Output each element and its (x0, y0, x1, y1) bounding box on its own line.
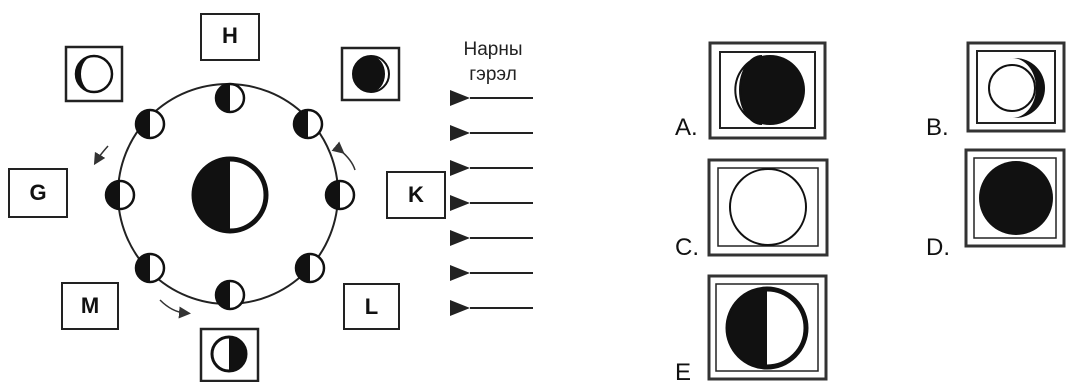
position-label-h: H (222, 23, 238, 48)
sunlight-label-line-1: Нарны (463, 39, 523, 60)
orbit-moon-left (104, 179, 136, 211)
position-label-k: K (408, 182, 424, 207)
orbit-moon-upper-left (134, 108, 166, 140)
view-box-upper-right (340, 46, 401, 102)
position-box-l (343, 283, 400, 330)
orbit-arrow-left (93, 145, 109, 166)
position-label-g: G (29, 180, 47, 205)
position-box-h (200, 13, 260, 61)
view-box-bottom (199, 327, 260, 383)
option-b-label: B. (926, 114, 949, 141)
option-e-image (707, 274, 828, 381)
option-a-label: A. (675, 114, 698, 141)
option-a-image (708, 41, 827, 140)
orbit-moon-lower-left (134, 252, 166, 284)
sunlight-label-line-2: гэрэл (469, 63, 517, 85)
option-b-image (966, 41, 1066, 133)
orbit-moon-right (324, 179, 356, 211)
position-box-m (61, 282, 119, 330)
position-box-k (386, 171, 446, 219)
position-label-m: M (80, 293, 100, 318)
orbit-arrow-right (331, 141, 356, 171)
option-c-image (707, 158, 829, 257)
option-e-label: E (675, 359, 692, 386)
orbit-moon-bottom (214, 279, 246, 311)
view-box-upper-left (64, 45, 124, 103)
orbit-moon-lower-right (294, 252, 326, 284)
position-label-l: L (364, 294, 379, 319)
option-d-image (964, 148, 1066, 248)
orbit-moon-upper-right (292, 108, 324, 140)
orbit-arrow-bottom (159, 299, 191, 319)
earth-icon (191, 156, 269, 234)
position-box-g (8, 168, 68, 218)
option-d-label: D. (926, 234, 950, 261)
orbit-moon-top (214, 82, 246, 114)
option-c-label: C. (675, 234, 699, 261)
sunlight-label: Нарны гэрэл (448, 38, 538, 87)
